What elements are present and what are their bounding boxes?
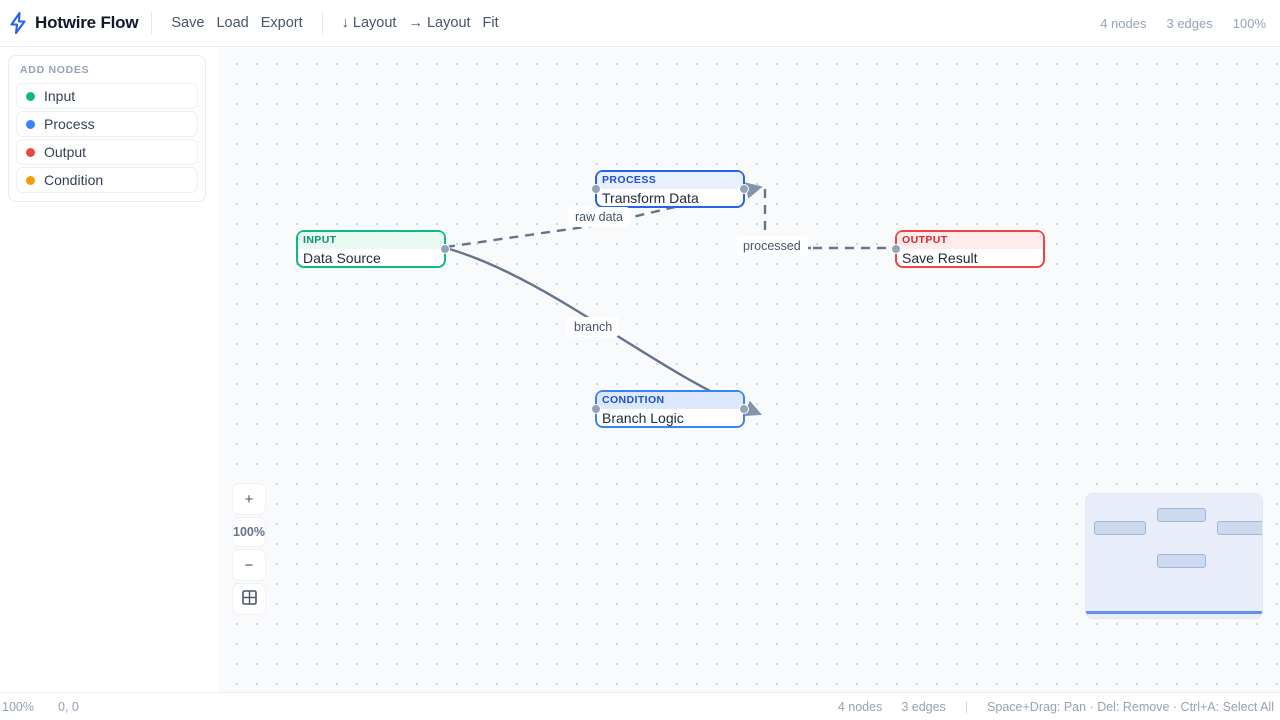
node-type-badge: OUTPUT [897,232,1043,249]
add-nodes-panel: ADD NODES Input Process Output Condition [8,55,206,202]
sidebar-item-label: Condition [44,172,104,188]
sidebar-item-label: Output [44,144,87,160]
edge-label-processed[interactable]: processed [736,236,808,256]
brand: Hotwire Flow [8,11,139,35]
status-node-count: 4 nodes [837,699,883,714]
load-button[interactable]: Load [210,11,254,35]
zoom-level-display[interactable]: 100% [232,517,266,547]
input-color-dot [26,91,35,101]
sidebar-item-label: Process [44,116,95,132]
node-input-handle[interactable] [591,184,601,194]
app-title: Hotwire Flow [35,13,139,32]
edge-label-branch[interactable]: branch [567,317,620,337]
node-title: Branch Logic [602,410,684,426]
status-separator: | [964,699,969,714]
node-transform-data[interactable]: PROCESS Transform Data [591,170,749,208]
node-input-handle[interactable] [591,404,601,414]
header-node-count: 4 nodes [1100,15,1147,31]
sidebar-item-input[interactable]: Input [16,83,198,109]
status-right-group: 4 nodes 3 edges | Space+Drag: Pan · Del:… [838,700,1276,714]
node-input-handle[interactable] [891,244,901,254]
status-shortcut-hints: Space+Drag: Pan · Del: Remove · Ctrl+A: … [987,699,1274,714]
node-title: Save Result [902,250,978,266]
node-title: Transform Data [602,190,699,206]
sidebar-item-output[interactable]: Output [16,139,198,165]
node-output-handle[interactable] [440,244,450,254]
minimap-node [1217,521,1262,535]
app-header: Hotwire Flow Save Load Export ↓ Layout →… [0,0,1280,47]
status-zoom: 100% [2,699,34,714]
minimap[interactable] [1085,493,1263,619]
node-output-handle[interactable] [739,404,749,414]
node-data-source[interactable]: INPUT Data Source [296,230,450,268]
layout-menu-group: ↓ Layout → Layout Fit [336,11,505,35]
file-menu-group: Save Load Export [165,11,308,35]
status-coords: 0, 0 [57,699,79,714]
minimap-node [1094,521,1146,535]
bolt-icon [8,11,28,35]
grid-toggle-button[interactable] [232,583,266,615]
node-branch-logic[interactable]: CONDITION Branch Logic [591,390,749,428]
header-zoom-level: 100% [1232,15,1266,31]
sidebar-item-label: Input [44,88,76,104]
sidebar-item-condition[interactable]: Condition [16,167,198,193]
edge-label-raw-data[interactable]: raw data [568,207,630,227]
condition-color-dot [26,175,35,185]
grid-icon [241,589,257,609]
header-divider-1 [151,12,153,34]
minimap-viewport[interactable] [1086,611,1262,614]
header-edge-count: 3 edges [1166,15,1213,31]
zoom-in-button[interactable]: + [232,483,266,515]
add-nodes-title: ADD NODES [20,64,90,76]
node-title: Data Source [303,250,381,266]
sidebar-item-process[interactable]: Process [16,111,198,137]
node-output-handle[interactable] [739,184,749,194]
fit-view-button[interactable]: Fit [477,11,505,35]
status-edge-count: 3 edges [901,699,946,714]
zoom-out-button[interactable]: − [232,549,266,581]
zoom-controls: + 100% − [232,483,266,615]
node-type-badge: INPUT [298,232,444,249]
output-color-dot [26,147,35,157]
node-type-badge: CONDITION [597,392,743,409]
process-color-dot [26,119,35,129]
layout-vertical-button[interactable]: ↓ Layout [336,11,403,35]
minimap-node [1157,508,1206,522]
save-button[interactable]: Save [165,11,210,35]
layout-horizontal-button[interactable]: → Layout [402,11,476,35]
node-save-result[interactable]: OUTPUT Save Result [891,230,1045,268]
node-type-badge: PROCESS [597,172,743,189]
status-bar: 100% 0, 0 4 nodes 3 edges | Space+Drag: … [0,692,1280,720]
export-button[interactable]: Export [255,11,309,35]
minimap-node [1157,554,1206,568]
header-stats: 4 nodes 3 edges 100% [1100,16,1266,31]
header-divider-2 [321,12,323,34]
